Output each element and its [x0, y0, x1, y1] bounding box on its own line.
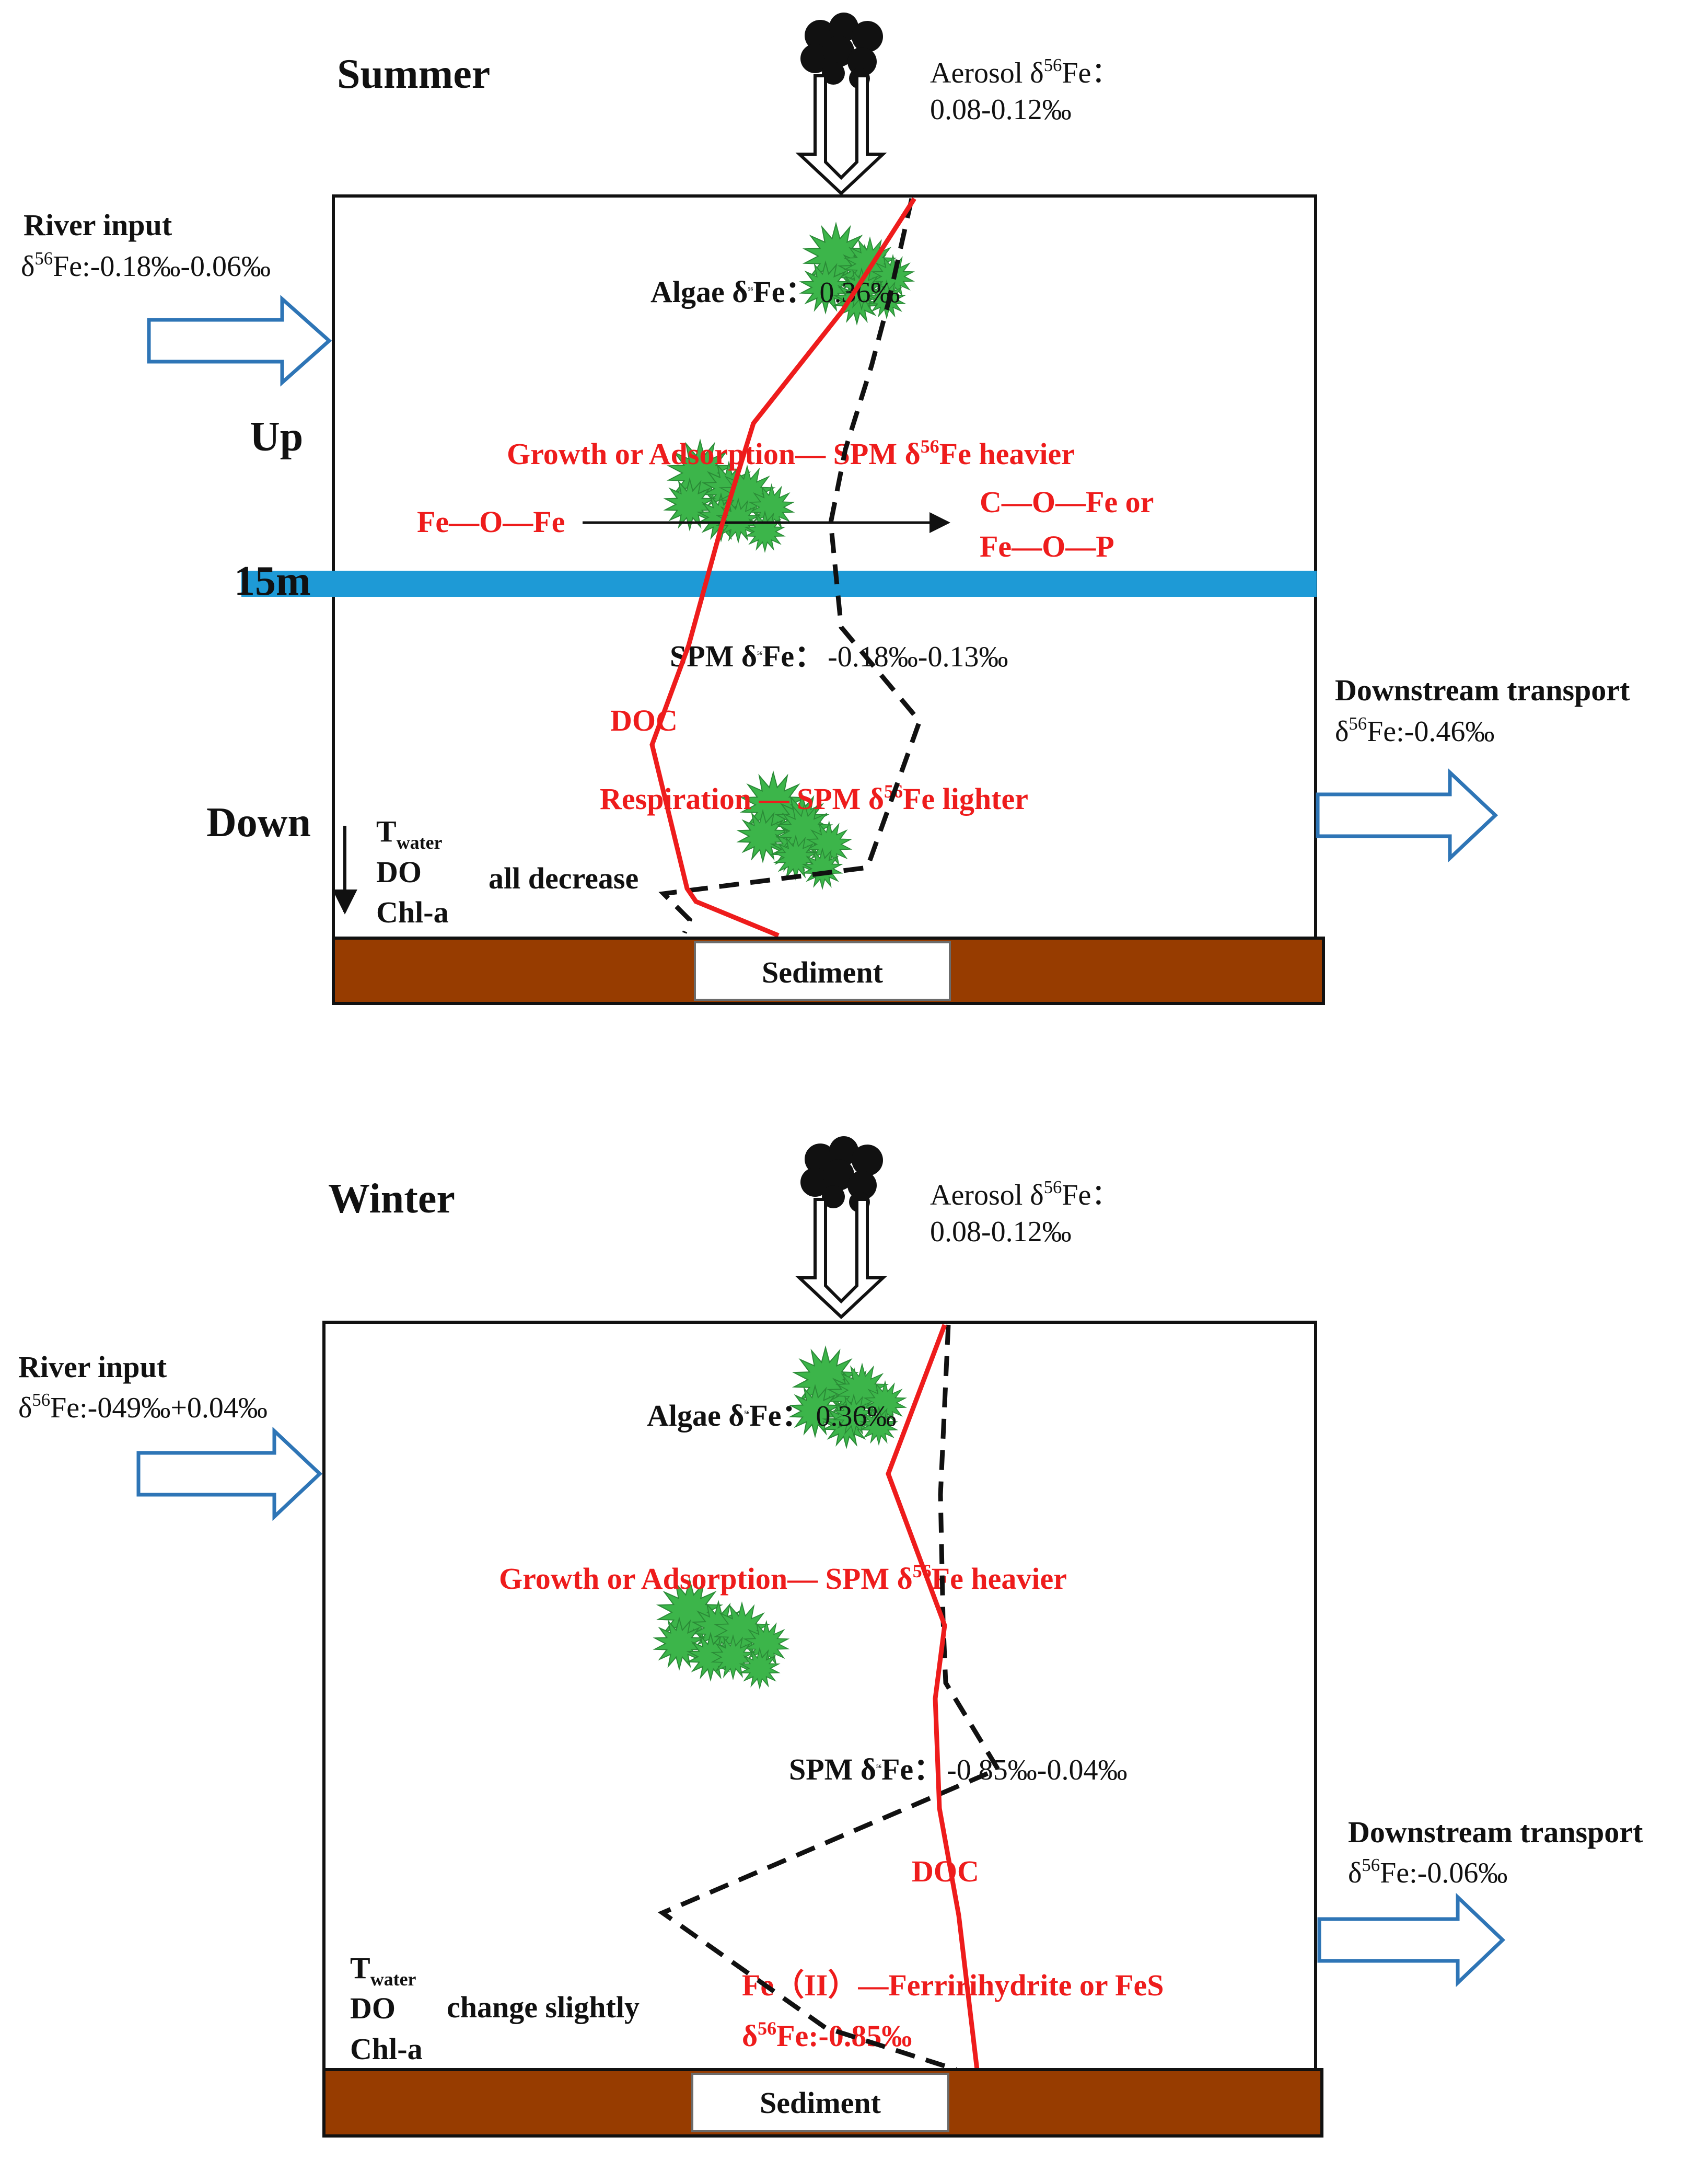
winter-panel: Winter Aerosol δ56Fe： 0.08-0.12‰ River i… — [18, 1136, 1643, 2138]
aerosol-label: Aerosol δ56Fe： — [930, 55, 1120, 89]
summer-title: Summer — [337, 51, 490, 97]
all-decrease-label: all decrease — [489, 861, 638, 895]
change-slightly-label: change slightly — [447, 1990, 640, 2024]
algae-cluster-icon — [773, 801, 853, 890]
sediment-label: Sediment — [762, 955, 884, 989]
growth-label: Growth or Adsorption— SPM δ56Fe heavier — [507, 436, 1075, 471]
algae-star-shape — [859, 1405, 899, 1446]
river-input-title: River input — [24, 208, 172, 242]
aerosol-value: 0.08-0.12‰ — [930, 94, 1072, 126]
algae-star-shape — [736, 809, 789, 863]
algae-star-shape — [739, 1647, 781, 1690]
growth-label: Growth or Adsorption— SPM δ56Fe heavier — [499, 1561, 1067, 1596]
downstream-title: Downstream transport — [1348, 1815, 1643, 1849]
algae-label: Algae δ56Fe：0.36‰ — [650, 275, 900, 309]
fe2-value: δ56Fe:-0.85‰ — [742, 2018, 912, 2053]
down-label: Down — [206, 800, 311, 846]
winter-water-column — [322, 1321, 1317, 2071]
do-label: DO — [350, 1991, 396, 2025]
t-water-label: Twater — [350, 1951, 416, 1990]
winter-title: Winter — [328, 1176, 455, 1222]
spm-label: SPM δ56Fe：-0.85‰-0.04‰ — [789, 1752, 1127, 1786]
cloud-cluster-icon — [800, 1136, 883, 1212]
algae-star-shape — [744, 510, 786, 553]
summer-spm-dashed-profile — [658, 198, 923, 934]
chl-label: Chl-a — [376, 895, 449, 929]
downstream-value: δ56Fe:-0.06‰ — [1348, 1855, 1507, 1889]
spm-label: SPM δ56Fe：-0.18‰-0.13‰ — [670, 639, 1008, 673]
algae-cluster-icon — [710, 1601, 790, 1690]
algae-star-shape — [799, 260, 852, 315]
algae-star-shape — [663, 477, 716, 532]
block-arrow-right-icon — [1316, 768, 1498, 863]
block-arrow-down-icon — [795, 1198, 887, 1320]
respiration-label: Respiration — SPM δ56Fe lighter — [600, 781, 1028, 816]
depth-band — [241, 571, 1317, 597]
algae-star-shape — [801, 847, 843, 890]
winter-spm-dashed-profile — [657, 1324, 1002, 2072]
t-water-label: Twater — [376, 814, 443, 853]
river-input-title: River input — [18, 1350, 167, 1384]
block-arrow-down-icon — [795, 74, 887, 196]
sediment-label: Sediment — [760, 2086, 881, 2120]
summer-doc-red-profile — [649, 197, 916, 938]
aerosol-label: Aerosol δ56Fe： — [930, 1177, 1120, 1211]
do-label: DO — [376, 855, 422, 889]
aerosol-value: 0.08-0.12‰ — [930, 1216, 1072, 1248]
algae-label: Algae δ56Fe：0.36‰ — [647, 1399, 896, 1433]
downstream-title: Downstream transport — [1335, 673, 1630, 707]
fe-o-p-label: Fe—O—P — [980, 529, 1114, 563]
doc-label: DOC — [912, 1854, 979, 1888]
sediment-label-box — [694, 941, 951, 1001]
algae-cluster-icon — [715, 464, 795, 553]
up-label: Up — [250, 414, 303, 460]
c-o-fe-label: C—O—Fe or — [980, 485, 1154, 519]
algae-star-shape — [710, 1634, 756, 1681]
river-input-value: δ56Fe:-049‰+0.04‰ — [18, 1390, 268, 1424]
winter-doc-red-profile — [886, 1324, 980, 2070]
depth-label: 15m — [234, 558, 311, 604]
cloud-cluster-icon — [800, 13, 883, 89]
block-arrow-right-icon — [147, 295, 332, 387]
algae-cluster-icon — [832, 1362, 908, 1446]
algae-star-shape — [653, 1616, 706, 1671]
block-arrow-right-icon — [1317, 1892, 1506, 1988]
algae-star-shape — [788, 1384, 842, 1438]
block-arrow-right-icon — [136, 1426, 323, 1521]
fe-o-fe-label: Fe—O—Fe — [417, 505, 565, 539]
summer-panel: Summer Aerosol δ56Fe： 0.08-0.12‰ River i… — [21, 13, 1630, 1005]
river-input-value: δ56Fe:-0.18‰-0.06‰ — [21, 248, 271, 283]
sediment-label-box — [691, 2073, 949, 2132]
downstream-value: δ56Fe:-0.46‰ — [1335, 713, 1494, 748]
algae-star-shape — [840, 267, 883, 311]
fe2-label: Fe（II）—Ferririhydrite or FeS — [742, 1968, 1164, 2002]
chl-label: Chl-a — [350, 2032, 423, 2066]
algae-star-shape — [832, 1393, 875, 1437]
